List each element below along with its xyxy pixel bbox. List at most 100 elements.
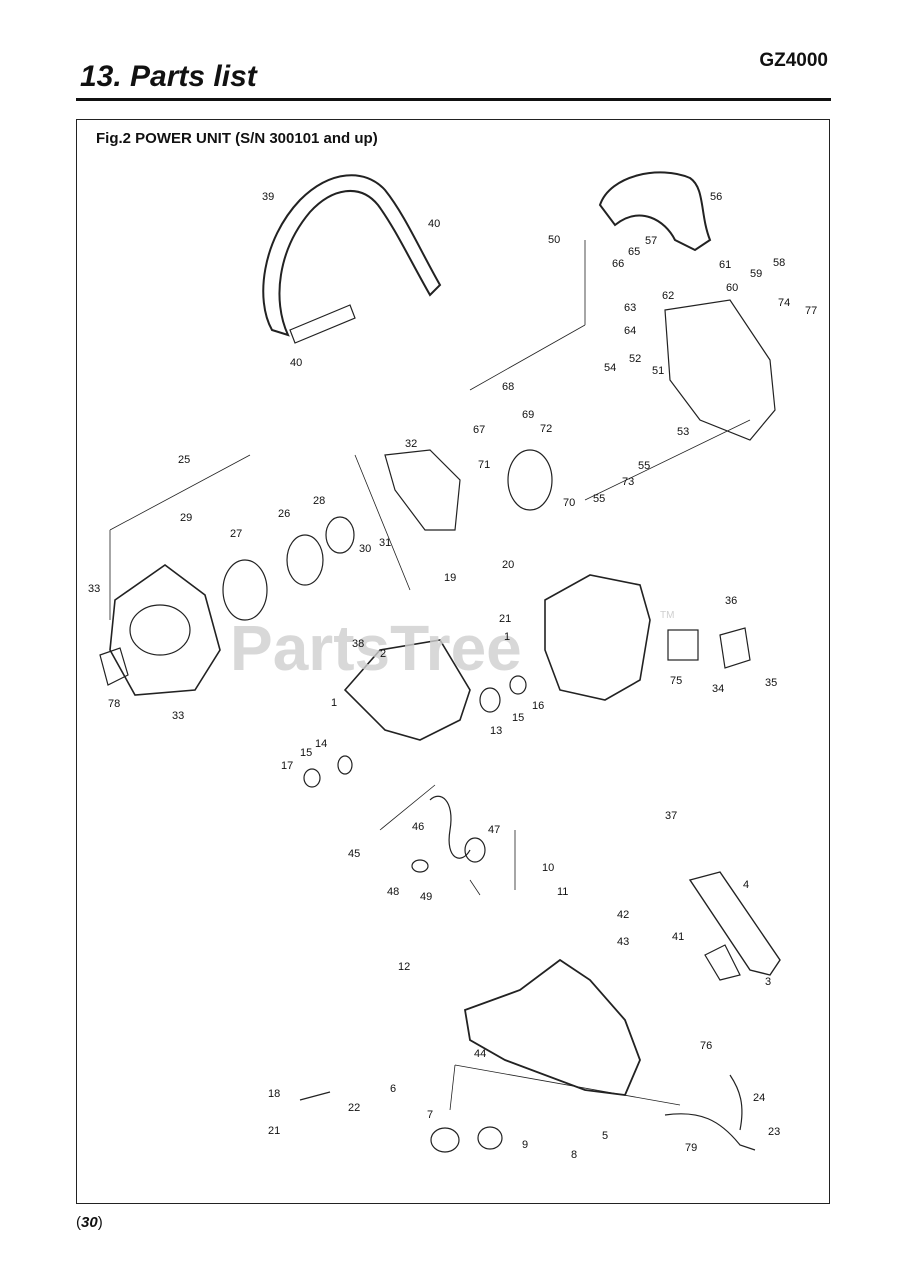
callout-21: 21 [499, 613, 511, 625]
leader-lines [109, 240, 751, 1111]
clutch-part [509, 675, 527, 695]
callout-28: 28 [313, 495, 325, 507]
callout-17: 17 [281, 760, 293, 772]
callout-9: 9 [522, 1139, 528, 1151]
rear-handle-part [598, 171, 712, 252]
callout-21: 21 [268, 1125, 280, 1137]
callout-20: 20 [502, 559, 514, 571]
callout-30: 30 [359, 543, 371, 555]
pulley-part [286, 534, 324, 586]
callout-32: 32 [405, 438, 417, 450]
title-rule [76, 98, 831, 101]
callout-1: 1 [504, 631, 510, 643]
callout-16: 16 [532, 700, 544, 712]
callout-76: 76 [700, 1040, 712, 1052]
callout-62: 62 [662, 290, 674, 302]
callout-72: 72 [540, 423, 552, 435]
callout-18: 18 [268, 1088, 280, 1100]
callout-53: 53 [677, 426, 689, 438]
callout-40: 40 [290, 357, 302, 369]
callout-52: 52 [629, 353, 641, 365]
grommet-part [411, 859, 429, 873]
chain-guard-part [688, 871, 781, 976]
fuel-filter-part [464, 837, 486, 863]
callout-27: 27 [230, 528, 242, 540]
callout-47: 47 [488, 824, 500, 836]
brake-band-part [507, 449, 553, 511]
callout-46: 46 [412, 821, 424, 833]
callout-57: 57 [645, 235, 657, 247]
filter-cover-part [99, 647, 129, 686]
callout-51: 51 [652, 365, 664, 377]
starter-reel-part [222, 559, 268, 621]
callout-3: 3 [765, 976, 771, 988]
seal-part [337, 755, 353, 775]
callout-73: 73 [622, 476, 634, 488]
watermark: PartsTree [230, 612, 522, 684]
callout-74: 74 [778, 297, 790, 309]
callout-12: 12 [398, 961, 410, 973]
callout-4: 4 [743, 879, 749, 891]
callout-68: 68 [502, 381, 514, 393]
callout-8: 8 [571, 1149, 577, 1161]
callout-6: 6 [390, 1083, 396, 1095]
callout-26: 26 [278, 508, 290, 520]
callout-19: 19 [444, 572, 456, 584]
callout-2: 2 [380, 648, 386, 660]
callout-66: 66 [612, 258, 624, 270]
callout-38: 38 [352, 638, 364, 650]
callout-49: 49 [420, 891, 432, 903]
callout-71: 71 [478, 459, 490, 471]
callout-13: 13 [490, 725, 502, 737]
callout-67: 67 [473, 424, 485, 436]
spike-part [704, 944, 741, 981]
callout-33: 33 [88, 583, 100, 595]
callout-43: 43 [617, 936, 629, 948]
callout-34: 34 [712, 683, 724, 695]
callout-33: 33 [172, 710, 184, 722]
front-handle-bracket [289, 304, 356, 344]
starter-fan-detail [129, 604, 191, 656]
callout-70: 70 [563, 497, 575, 509]
callout-36: 36 [725, 595, 737, 607]
callout-7: 7 [427, 1109, 433, 1121]
callout-31: 31 [379, 537, 391, 549]
front-handle-part [262, 174, 442, 337]
insulator-part [719, 627, 751, 669]
plug-part [303, 768, 321, 788]
engine-block-part [544, 574, 651, 701]
callout-69: 69 [522, 409, 534, 421]
flywheel-part [479, 687, 501, 713]
figure-title: Fig.2 POWER UNIT (S/N 300101 and up) [96, 130, 378, 147]
callout-63: 63 [624, 302, 636, 314]
callout-64: 64 [624, 325, 636, 337]
callout-15: 15 [300, 747, 312, 759]
oil-cap-part [477, 1126, 503, 1150]
figure-frame [76, 119, 830, 1204]
callout-44: 44 [474, 1048, 486, 1060]
side-cover-part [664, 299, 776, 441]
starter-cover-part [109, 564, 221, 696]
callout-42: 42 [617, 909, 629, 921]
callout-10: 10 [542, 862, 554, 874]
callout-41: 41 [672, 931, 684, 943]
callout-24: 24 [753, 1092, 765, 1104]
callout-77: 77 [805, 305, 817, 317]
callout-56: 56 [710, 191, 722, 203]
callout-14: 14 [315, 738, 327, 750]
callout-58: 58 [773, 257, 785, 269]
spring-18-part [299, 1091, 331, 1101]
fuel-line-part [429, 795, 471, 859]
watermark-tm: TM [660, 610, 674, 621]
callout-45: 45 [348, 848, 360, 860]
callout-75: 75 [670, 675, 682, 687]
page-title: 13. Parts list [80, 60, 257, 93]
callout-40: 40 [428, 218, 440, 230]
callout-55: 55 [638, 460, 650, 472]
model-number: GZ4000 [759, 50, 828, 71]
callout-78: 78 [108, 698, 120, 710]
spring-part [325, 516, 355, 554]
callout-60: 60 [726, 282, 738, 294]
